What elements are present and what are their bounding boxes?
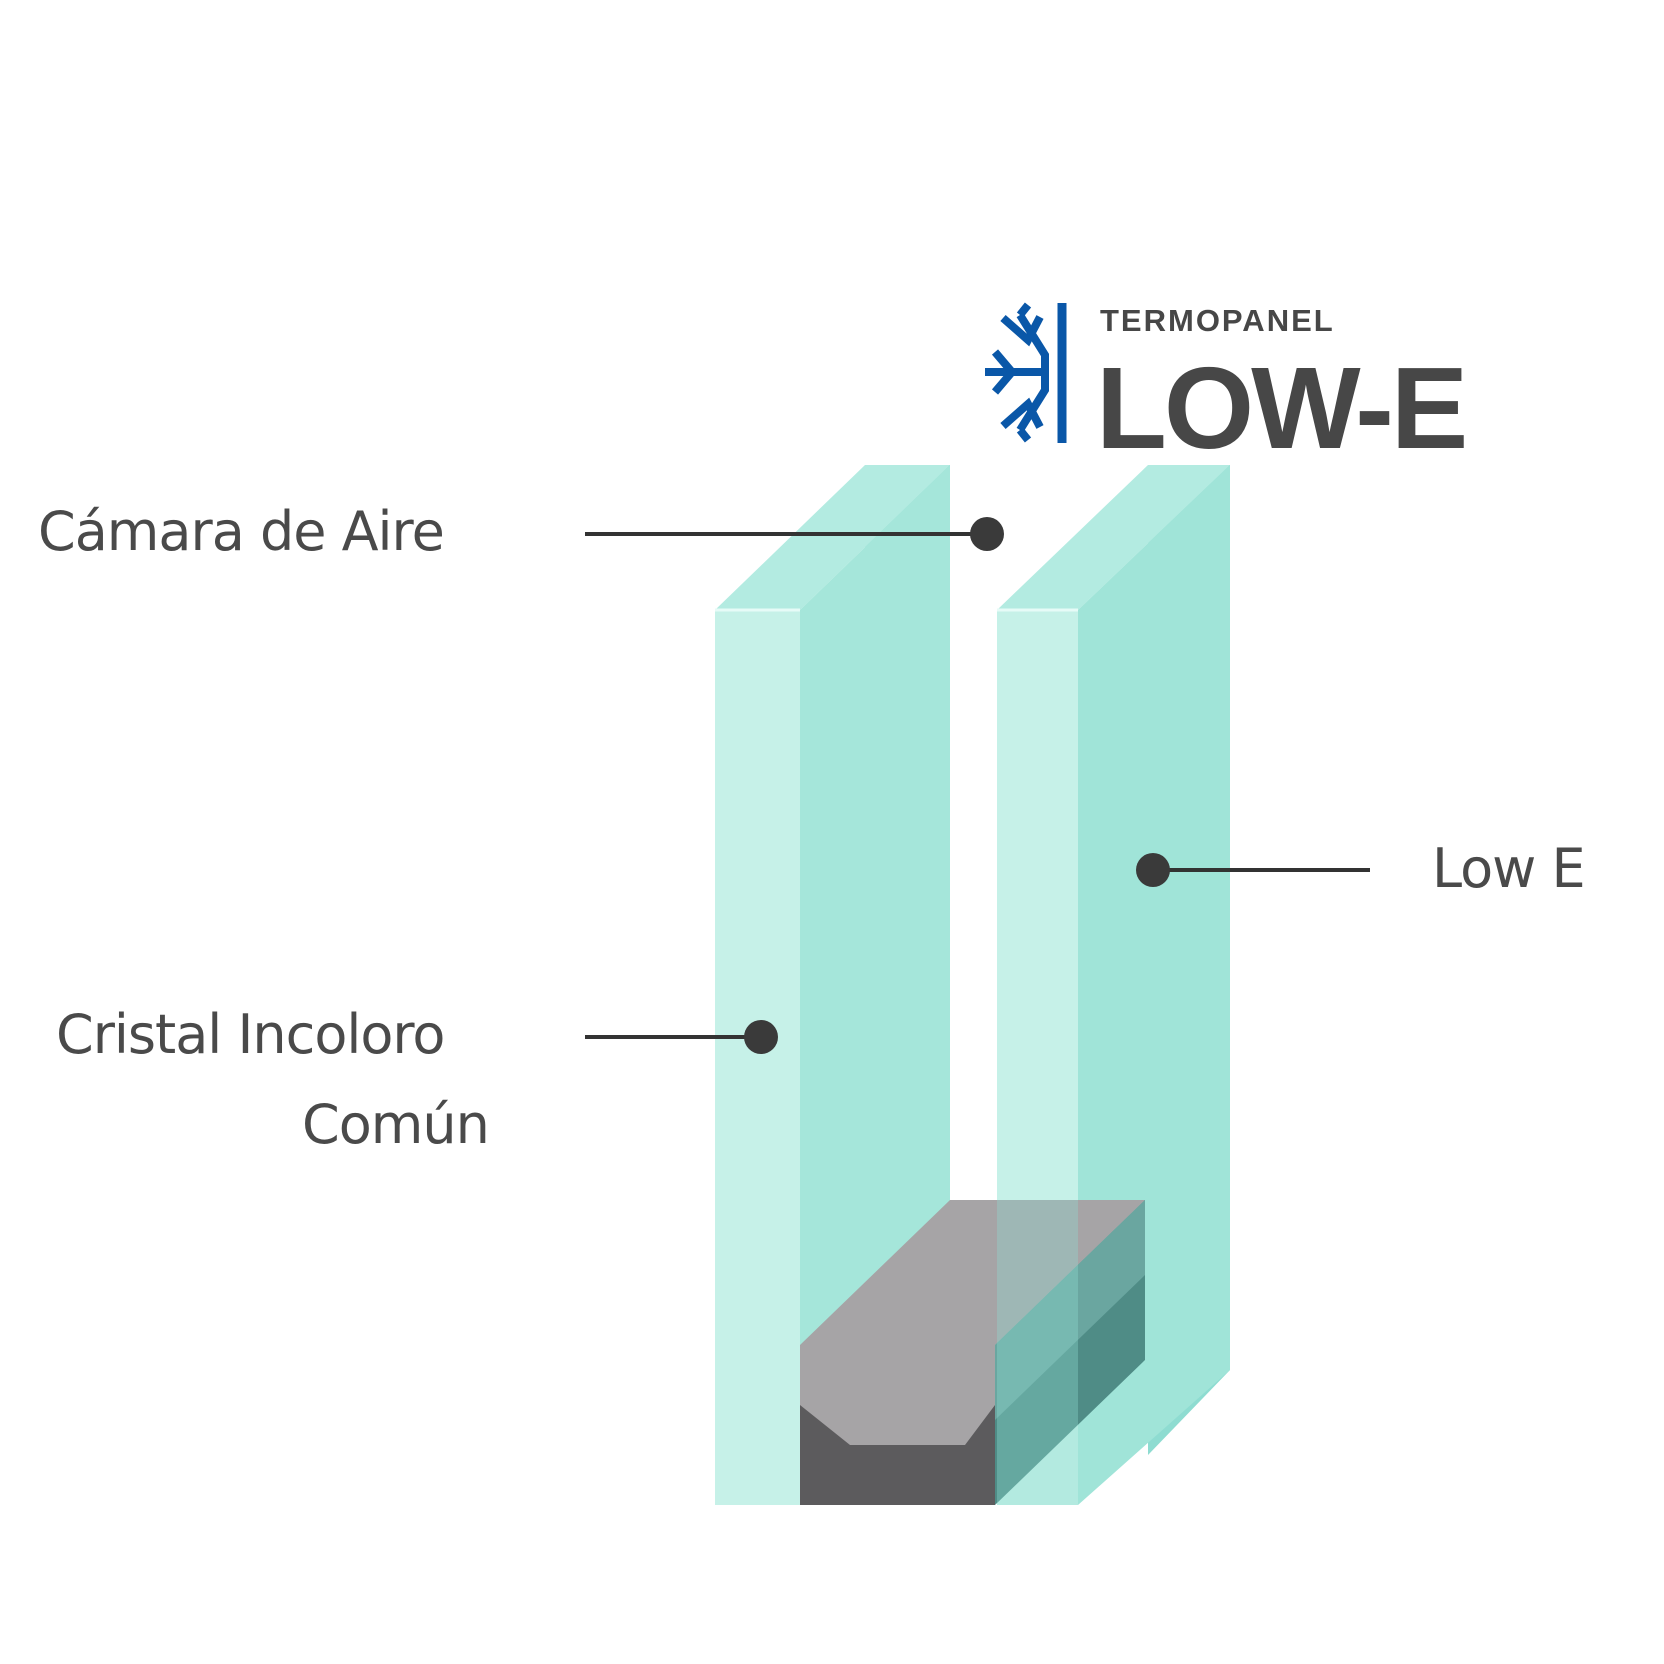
label-air-chamber: Cámara de Aire — [38, 500, 445, 563]
callout-clear-glass-line — [585, 1020, 778, 1054]
snowflake-icon — [985, 302, 1067, 443]
callout-air-chamber-line — [585, 517, 1004, 551]
logo-title: LOW-E — [1096, 343, 1468, 473]
label-clear-glass-line2: Común — [302, 1093, 490, 1156]
label-low-e: Low E — [1432, 837, 1586, 900]
label-clear-glass-line1: Cristal Incoloro — [56, 1003, 445, 1066]
callout-low-e-line — [1136, 853, 1370, 887]
logo-subtitle: TERMOPANEL — [1100, 303, 1335, 338]
spacer-bar — [800, 1200, 1145, 1505]
